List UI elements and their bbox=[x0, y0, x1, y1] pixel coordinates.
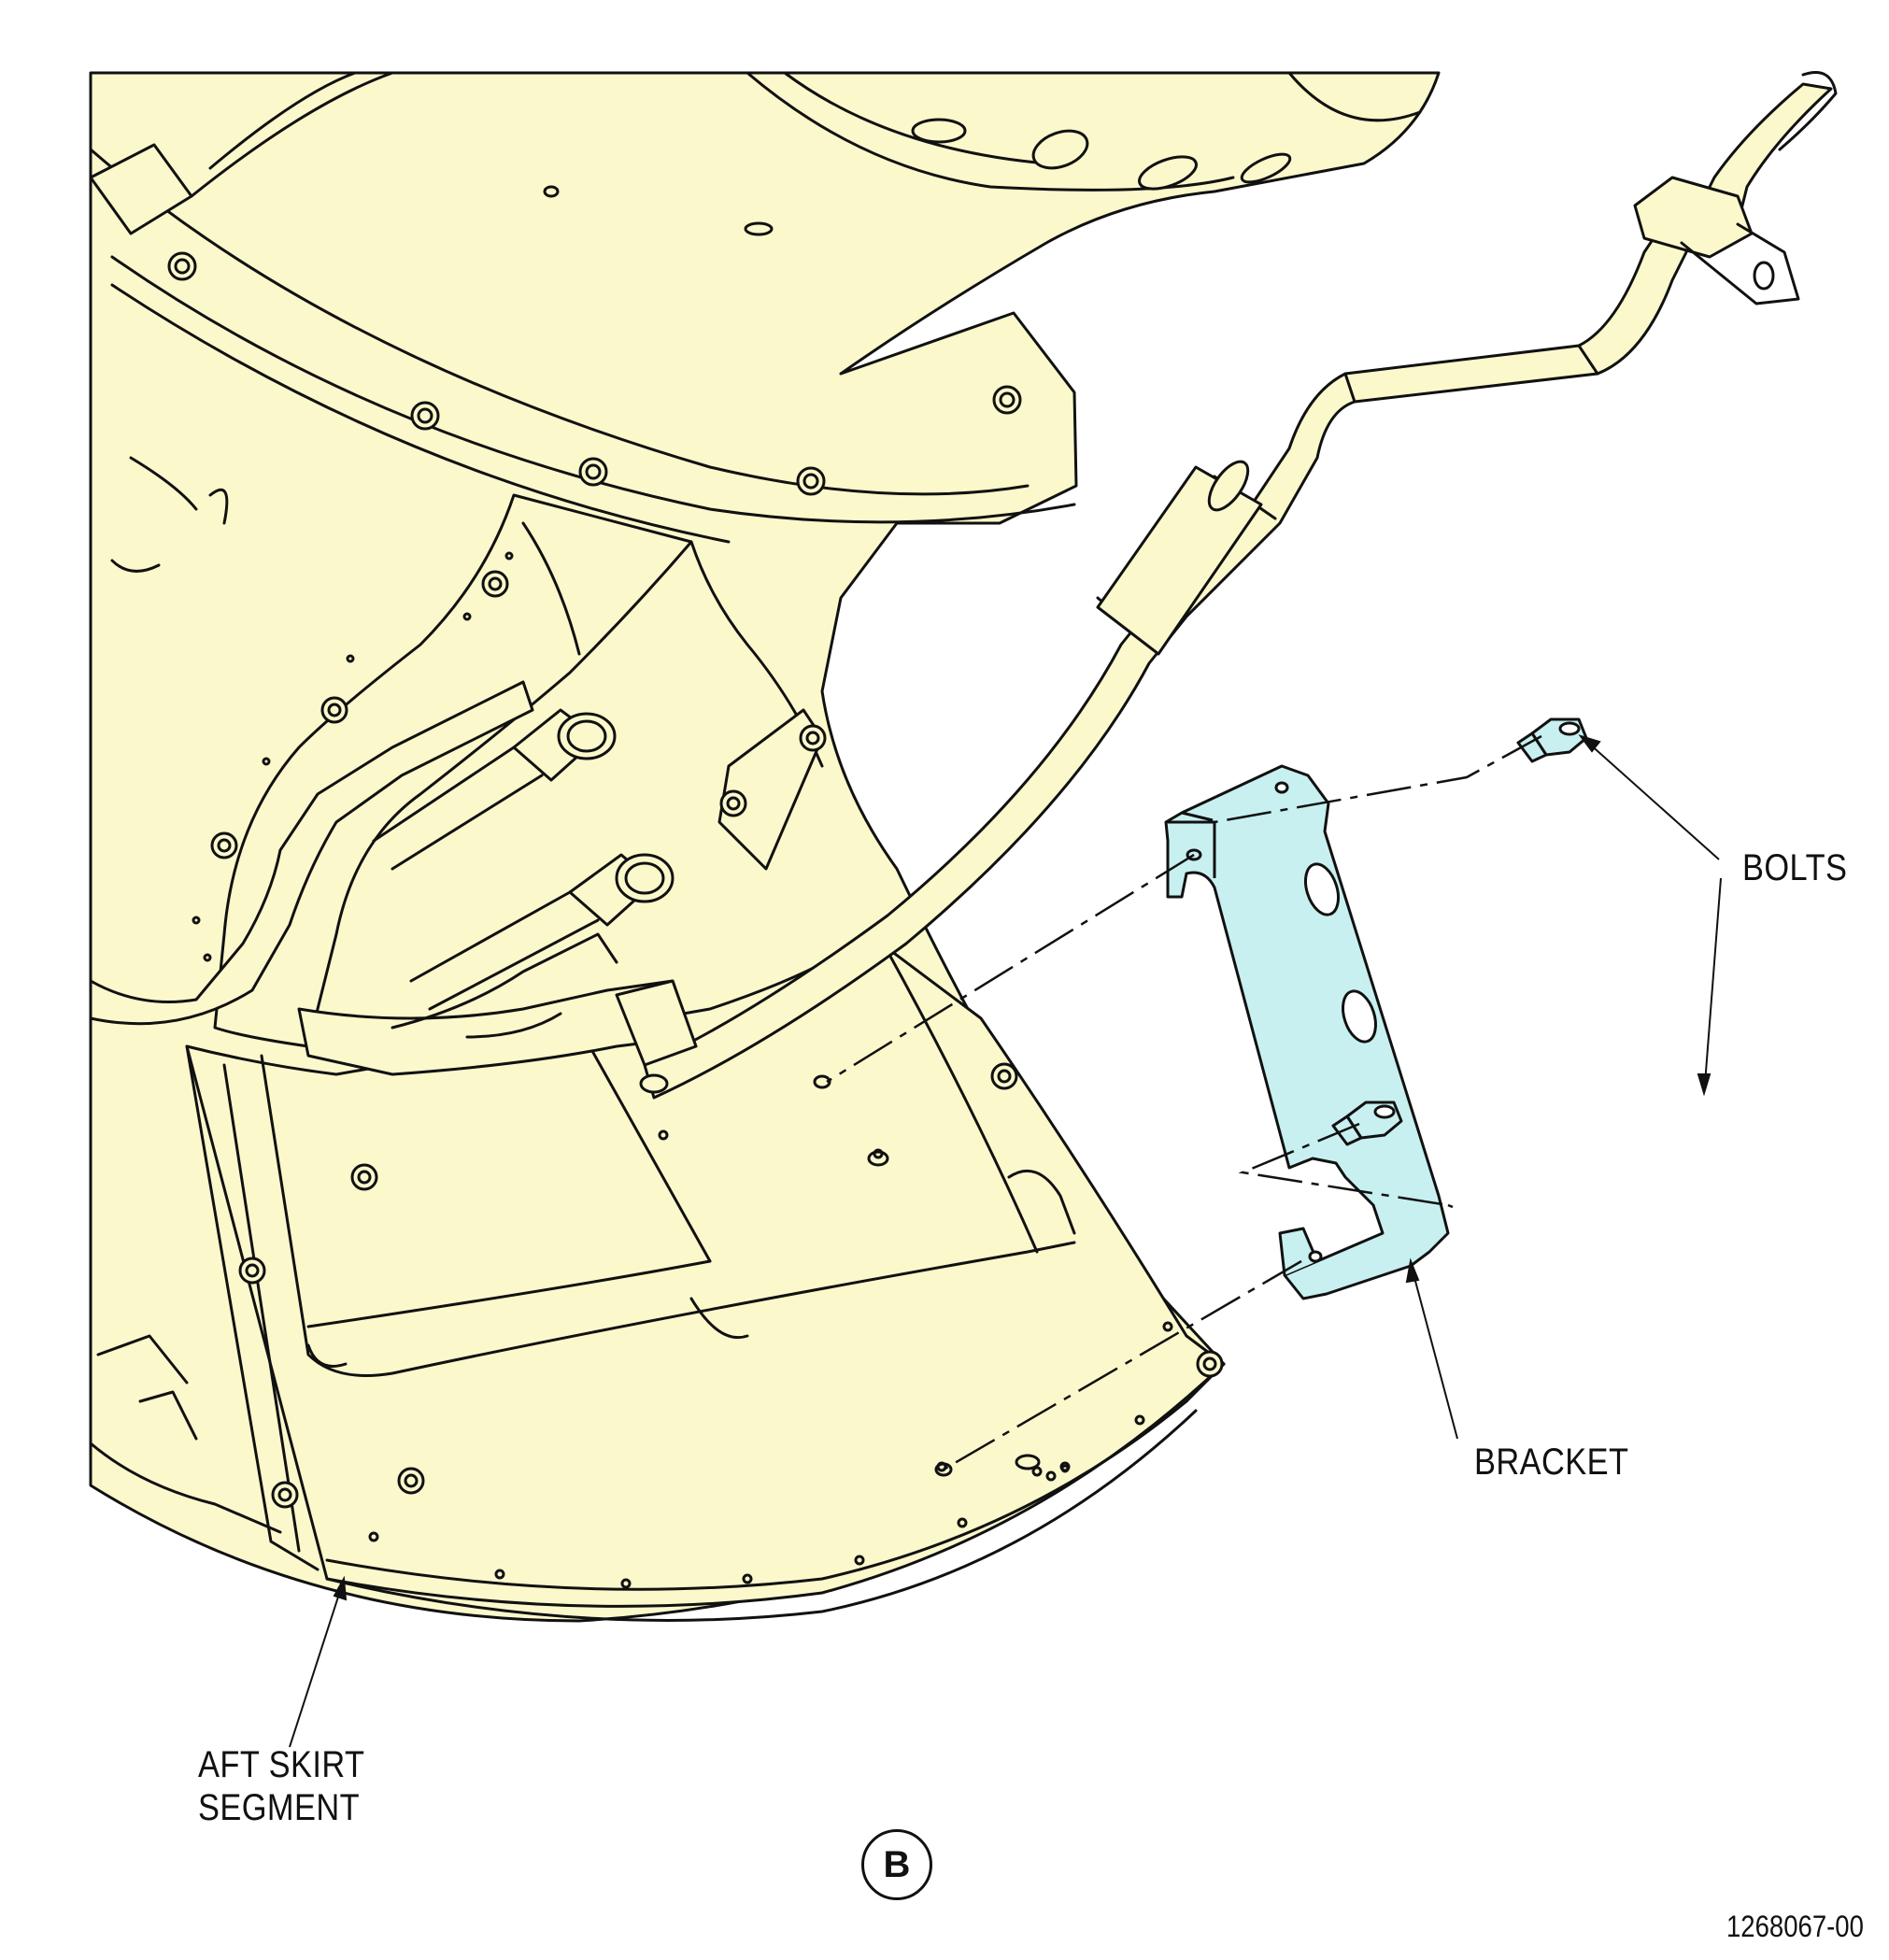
cowl-slot bbox=[1240, 152, 1292, 184]
tube-sleeve bbox=[1096, 465, 1263, 656]
cowl-slot bbox=[1138, 155, 1198, 191]
callout-aft-skirt-line2: SEGMENT bbox=[198, 1787, 361, 1828]
bolt-icon bbox=[1516, 717, 1588, 763]
bracket-slot bbox=[1341, 989, 1378, 1044]
view-letter-circle-icon: B bbox=[861, 1829, 932, 1900]
leader-arrow-icon bbox=[289, 734, 1722, 1748]
bracket bbox=[1164, 764, 1450, 1300]
main-tube bbox=[643, 82, 1833, 1100]
aft-skirt-segment bbox=[185, 932, 1226, 1608]
left-tube bbox=[89, 680, 534, 1026]
cowl-slot bbox=[911, 118, 967, 144]
mount-hole bbox=[934, 1462, 953, 1477]
skirt-seam bbox=[325, 1399, 1188, 1591]
bolt-icon bbox=[1331, 1101, 1403, 1146]
callout-bracket: BRACKET bbox=[1474, 1442, 1629, 1483]
tube-clamp bbox=[615, 979, 698, 1067]
upper-cowl-ring bbox=[89, 148, 1030, 496]
callout-aft-skirt-line1: AFT SKIRT bbox=[198, 1744, 365, 1785]
support-plate bbox=[717, 708, 824, 871]
cowl-slot bbox=[1031, 129, 1089, 170]
installation-path-lines bbox=[826, 734, 1542, 1471]
mount-hole bbox=[813, 1074, 831, 1089]
callout-bolts: BOLTS bbox=[1742, 847, 1848, 888]
bracket-slot bbox=[1303, 862, 1341, 916]
fastener-nuts bbox=[167, 251, 1224, 1509]
figure-number: 1268067-00 bbox=[1726, 1910, 1864, 1943]
